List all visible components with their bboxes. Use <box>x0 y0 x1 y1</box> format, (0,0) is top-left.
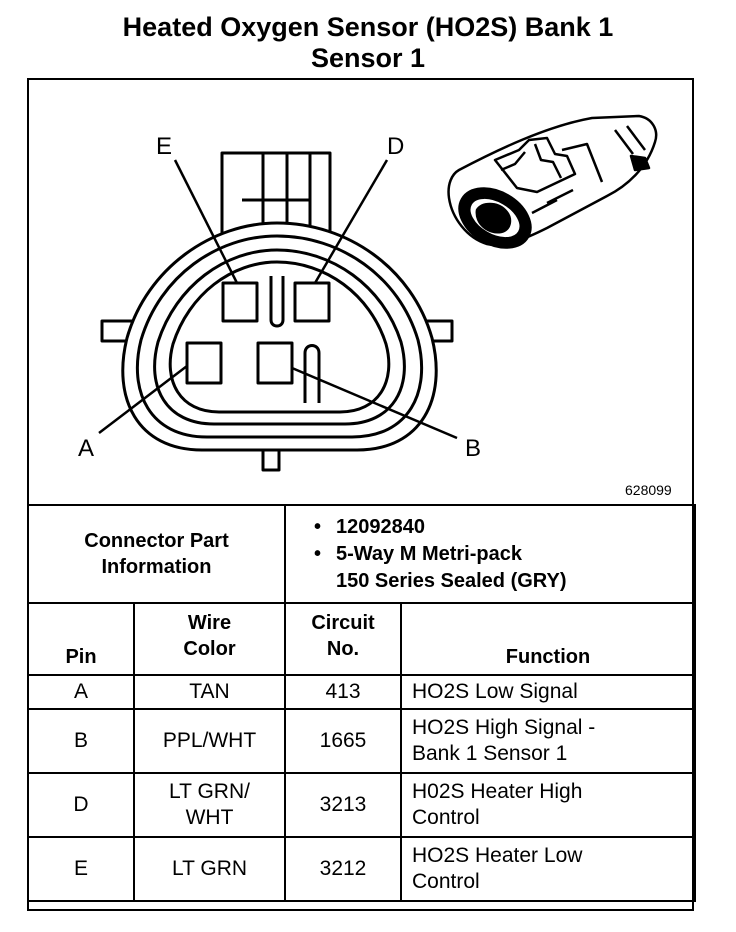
pin-cell: B <box>27 708 135 774</box>
function-cell: HO2S Heater Low Control <box>400 836 696 902</box>
connector-info-label-line2: Information <box>101 556 212 578</box>
wire-color-cell: PPL/WHT <box>133 708 286 774</box>
pin-label-e: E <box>156 133 172 160</box>
connector-description-line2: 150 Series Sealed (GRY) <box>336 569 567 592</box>
table-row: A TAN 413 HO2S Low Signal <box>27 674 696 710</box>
table-row: B PPL/WHT 1665 HO2S High Signal - Bank 1… <box>27 708 696 774</box>
function-cell: H02S Heater High Control <box>400 772 696 838</box>
header-wire-color: Wire Color <box>133 602 286 676</box>
leader-e <box>173 159 239 284</box>
cavity-b <box>256 341 294 385</box>
wire-color-cell: LT GRN <box>133 836 286 902</box>
header-function: Function <box>400 602 696 676</box>
header-circuit-line2: No. <box>326 638 360 660</box>
function-cell: HO2S Low Signal <box>400 674 696 710</box>
table-row: D LT GRN/ WHT 3213 H02S Heater High Cont… <box>27 772 696 838</box>
connector-diagram: E D A B <box>78 114 658 472</box>
cavity-e <box>221 281 259 323</box>
figure-number: 628099 <box>625 482 672 498</box>
pin-table-header: Pin Wire Color Circuit No. Function <box>27 602 696 676</box>
key-top <box>269 276 285 328</box>
bottom-post <box>261 448 281 472</box>
connector-info-label-line1: Connector Part <box>84 530 229 552</box>
circuit-cell: 3212 <box>284 836 402 902</box>
wire-color-cell: TAN <box>133 674 286 710</box>
leader-d <box>313 159 389 284</box>
pin-label-b: B <box>465 435 481 462</box>
pin-label-d: D <box>387 133 404 160</box>
connector-info-table: Connector Part Information 12092840 5-Wa… <box>27 504 696 604</box>
connector-info-label: Connector Part Information <box>27 504 286 604</box>
wire-color-cell: LT GRN/ WHT <box>133 772 286 838</box>
header-circuit-no: Circuit No. <box>284 602 402 676</box>
part-number: 12092840 <box>314 514 694 541</box>
pin-cell: A <box>27 674 135 710</box>
pin-cell: D <box>27 772 135 838</box>
pin-cell: E <box>27 836 135 902</box>
connector-seal-outer <box>153 248 406 426</box>
connector-perspective-illustration <box>447 114 658 249</box>
header-pin: Pin <box>27 602 135 676</box>
header-wire-line2: Color <box>183 638 236 660</box>
connector-description-line1: 5-Way M Metri-pack <box>314 541 694 568</box>
leader-a <box>98 365 188 434</box>
page-subtitle: Sensor 1 <box>310 43 426 73</box>
circuit-cell: 1665 <box>284 708 402 774</box>
function-cell: HO2S High Signal - Bank 1 Sensor 1 <box>400 708 696 774</box>
cavity-d <box>293 281 331 323</box>
circuit-cell: 413 <box>284 674 402 710</box>
leader-b <box>291 366 458 440</box>
header-circuit-line1: Circuit <box>311 612 375 634</box>
connector-info-details: 12092840 5-Way M Metri-pack 150 Series S… <box>284 504 696 604</box>
page-title: Heated Oxygen Sensor (HO2S) Bank 1 <box>122 12 614 42</box>
connector-housing-inner <box>135 234 424 439</box>
diagram-frame <box>27 78 694 911</box>
circuit-cell: 3213 <box>284 772 402 838</box>
header-wire-line1: Wire <box>187 612 232 634</box>
pin-label-a: A <box>78 435 94 462</box>
connector-seal-inner <box>168 260 391 414</box>
cavity-a <box>185 341 223 385</box>
table-row: E LT GRN 3212 HO2S Heater Low Control <box>27 836 696 902</box>
connector-housing-outer <box>121 221 438 452</box>
key-bottom <box>303 344 321 403</box>
pin-table: Pin Wire Color Circuit No. Function A TA… <box>27 602 696 902</box>
connector-info-row: Connector Part Information 12092840 5-Wa… <box>27 504 696 604</box>
